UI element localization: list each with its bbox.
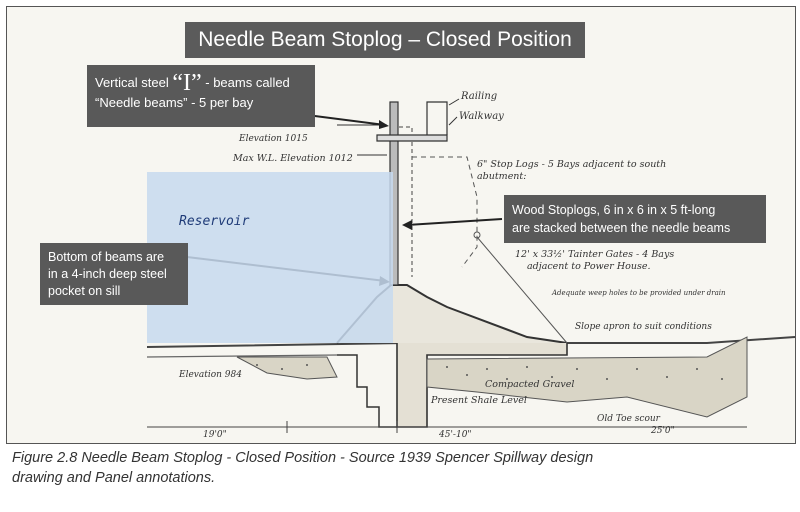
wood-callout-line1: Wood Stoplogs, 6 in x 6 in x 5 ft-long	[512, 203, 716, 217]
wood-arrow	[406, 218, 503, 226]
stop-logs-label-1: 6" Stop Logs - 5 Bays adjacent to south	[477, 159, 666, 170]
gravel-region	[426, 336, 748, 418]
needle-arrowhead	[379, 120, 389, 129]
bottom-callout-line2: in a 4-inch deep steel	[48, 267, 167, 281]
beam-bottom-callout: Bottom of beams are in a 4-inch deep ste…	[40, 243, 188, 305]
upstream-gravel	[236, 356, 338, 380]
needle-beam-callout: Vertical steel “I” - beams called “Needl…	[87, 65, 315, 127]
max-wl-label: Max W.L. Elevation 1012	[232, 153, 353, 164]
caption-line1: Figure 2.8 Needle Beam Stoplog - Closed …	[12, 450, 594, 466]
wood-callout-line2: are stacked between the needle beams	[512, 221, 731, 235]
stepped-footing	[337, 354, 397, 428]
needle-arrow	[306, 114, 386, 126]
elevation-1015-label: Elevation 1015	[238, 134, 308, 144]
bottom-callout-line3: pocket on sill	[48, 284, 121, 298]
walkway-label: Walkway	[459, 111, 504, 122]
diagram-title: Needle Beam Stoplog – Closed Position	[185, 22, 585, 58]
reservoir-area	[147, 172, 393, 343]
compacted-gravel-label: Compacted Gravel	[485, 379, 574, 390]
present-shale-label: Present Shale Level	[430, 395, 527, 406]
dimension-45-label: 45'-10"	[438, 430, 472, 440]
sill-base	[396, 343, 568, 428]
needle-callout-line2: “Needle beams” - 5 per bay	[95, 95, 254, 110]
railing-label: Railing	[460, 91, 497, 102]
wood-stoplog-callout: Wood Stoplogs, 6 in x 6 in x 5 ft-long a…	[504, 195, 766, 243]
spillway-cross-section-drawing: Railing Walkway Elevation 1015 Max W.L. …	[146, 91, 795, 440]
stop-logs-label-2: abutment:	[477, 171, 526, 182]
bottom-callout-line1: Bottom of beams are	[48, 250, 165, 264]
figure-frame: Railing Walkway Elevation 1015 Max W.L. …	[6, 6, 796, 444]
caption-line2: drawing and Panel annotations.	[12, 470, 216, 486]
downstream-slope	[476, 236, 568, 344]
tainter-label-2: adjacent to Power House.	[527, 261, 651, 272]
walkway	[376, 134, 448, 142]
needle-callout-i: “I”	[172, 70, 202, 96]
stoplog-dashes	[399, 126, 413, 277]
tainter-pivot	[473, 231, 481, 239]
needle-callout-suffix: - beams called	[205, 75, 290, 90]
dimension-19-label: 19'0"	[203, 430, 227, 440]
figure-caption: Figure 2.8 Needle Beam Stoplog - Closed …	[12, 448, 792, 488]
needle-callout-prefix: Vertical steel	[95, 75, 169, 90]
weep-holes-label: Adequate weep holes to be provided under…	[551, 289, 726, 297]
old-toe-label-1: Old Toe scour	[597, 414, 661, 424]
tainter-label-1: 12' x 33½' Tainter Gates - 4 Bays	[515, 249, 674, 260]
subgrade-line	[146, 354, 338, 358]
railing-leader	[448, 98, 460, 106]
elevation-984-label: Elevation 984	[178, 370, 242, 380]
gravel-stipple	[256, 364, 723, 380]
walkway-leader	[448, 116, 458, 126]
railing	[426, 101, 448, 135]
reservoir-label: Reservoir	[179, 214, 250, 229]
wood-arrowhead	[402, 220, 412, 230]
tainter-gate-outline	[412, 156, 478, 268]
old-toe-label-2: 25'0"	[650, 426, 675, 436]
slope-apron-label: Slope apron to suit conditions	[575, 322, 712, 332]
